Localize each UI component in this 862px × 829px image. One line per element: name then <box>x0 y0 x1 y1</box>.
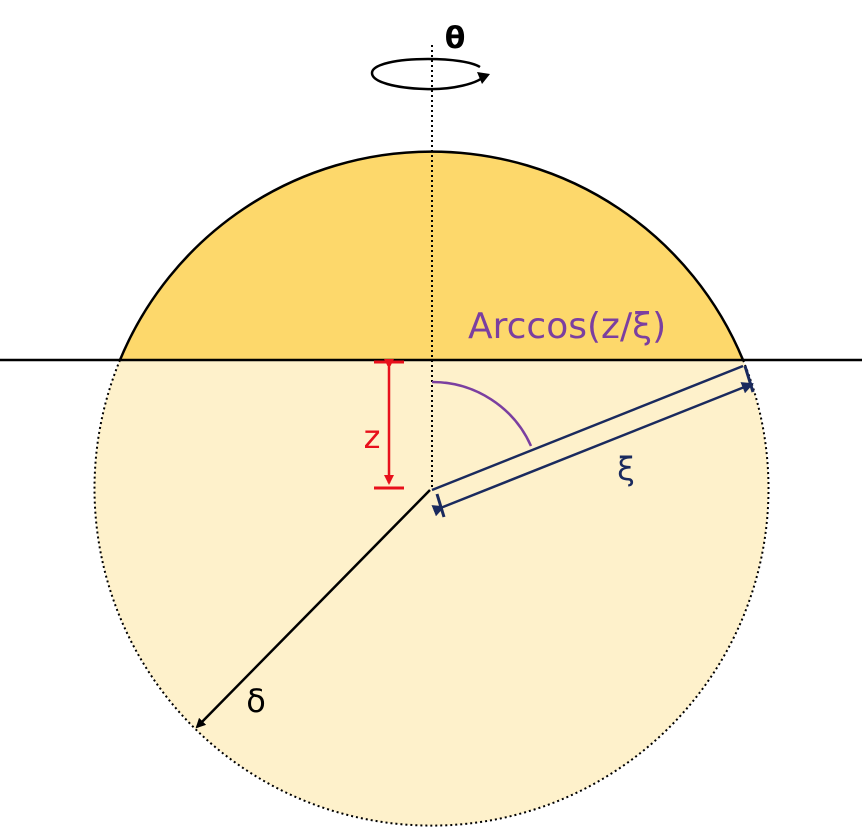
xi-dimension-tick-start <box>435 493 446 518</box>
sphere-lower-body <box>94 360 769 826</box>
angle-label: Arccos(z/ξ) <box>468 306 666 347</box>
rotation-label: θ <box>445 21 466 56</box>
xi-dimension-tick-end <box>743 365 755 393</box>
rotation-arrowhead-icon <box>477 72 490 84</box>
xi-label: ξ <box>617 450 635 488</box>
depth-label: z <box>364 418 381 456</box>
delta-label: δ <box>246 682 266 720</box>
xi-dimension-arrow <box>431 382 754 517</box>
rotation-arrow <box>370 57 488 91</box>
delta-radius-line <box>195 489 431 729</box>
sphere-dotted-outline <box>93 359 770 827</box>
